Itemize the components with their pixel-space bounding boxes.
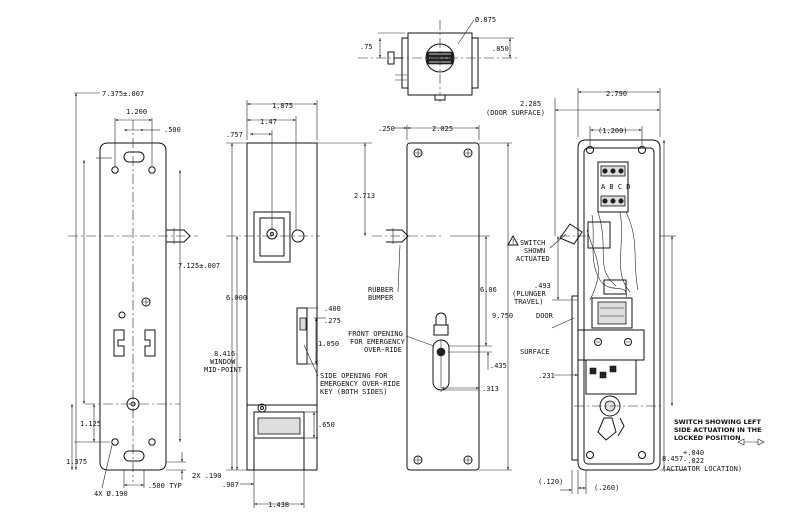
dim-650: .650 [318,421,335,429]
window-midpoint-label: MID-POINT [204,366,243,374]
plunger-travel-value: .493 [534,282,551,290]
dim-6000: 6.000 [226,294,247,302]
dim-435: .435 [490,362,507,370]
locked-note-2: SIDE ACTUATION IN THE [674,426,762,434]
dim-7375: 7.375±.007 [102,90,144,98]
switch-note-3: ACTUATED [516,255,550,263]
dim-1050: 1.050 [318,340,339,348]
side-opening-note-3: KEY (BOTH SIDES) [320,388,387,396]
dim-500: .500 [164,126,181,134]
dim-120: (.120) [538,478,563,486]
dim-75: .75 [360,43,373,51]
side-view: 1.875 1.47 .757 2.713 6.000 8.416 WINDOW… [204,100,400,509]
tolerance-minus: -.022 [683,457,704,465]
dim-1438: 1.438 [268,501,289,509]
front-opening-note-3: OVER-RIDE [364,346,402,354]
switch-note-1: SWITCH [520,239,545,247]
holes-note: 4X Ø.190 [94,490,128,498]
rubber-label: RUBBER [368,286,394,294]
warning-icon: ! [511,238,515,246]
dim-2025: 2.025 [432,125,453,133]
top-view: Ø.875 .75 .850 [358,16,520,104]
mounting-plate-view: 7.375±.007 1.200 .500 7.125±.007 1.125 1… [66,90,222,498]
locked-note-3: LOCKED POSITION [674,434,741,442]
dim-250: .250 [378,125,395,133]
dim-313: .313 [482,385,499,393]
front-opening-note-2: FOR EMERGENCY [350,338,406,346]
door-surface-label-2: SURFACE [520,348,550,356]
dim-8457: 8.457 [662,455,683,463]
side-opening-note-2: EMERGENCY OVER-RIDE [320,380,400,388]
dim-1200-ref: (1.200) [598,127,628,135]
bumper-label: BUMPER [368,294,394,302]
dim-2790: 2.790 [606,90,627,98]
front-view: 2.025 .250 RUBBER BUMPER FRONT OPENING F… [348,125,513,471]
door-surface-top: (DOOR SURFACE) [486,109,545,117]
plunger-travel-label-2: TRAVEL) [514,298,544,306]
dim-8416: 8.416 [214,350,235,358]
dim-1875: 1.875 [272,102,293,110]
dim-1200: 1.200 [126,108,147,116]
dim-1375: 1.375 [66,458,87,466]
dim-606: 6.06 [480,286,497,294]
door-surface-label-1: DOOR [536,312,554,320]
terminal-labels: A B C D [601,183,631,191]
front-opening-note-1: FRONT OPENING [348,330,403,338]
dim-400: .400 [324,305,341,313]
dim-147: 1.47 [260,118,277,126]
dim-2285: 2.285 [520,100,541,108]
dim-231: .231 [538,372,555,380]
dim-757: .757 [226,131,243,139]
dim-diameter-875: Ø.875 [475,16,496,24]
dim-850: .850 [492,45,509,53]
dim-275: .275 [324,317,341,325]
dim-1125: 1.125 [80,420,101,428]
tolerance-plus: +.040 [683,449,704,457]
dim-907: .907 [222,481,239,489]
side-opening-note-1: SIDE OPENING FOR [320,372,388,380]
dim-500-typ: .500 TYP [148,482,182,490]
switch-note-2: SHOWN [524,247,545,255]
window-label: WINDOW [210,358,236,366]
dim-7125: 7.125±.007 [178,262,220,270]
dim-9750: 9.750 [492,312,513,320]
dim-260: (.260) [594,484,619,492]
plunger-travel-label-1: (PLUNGER [512,290,547,298]
internal-view: A B C D 2.790 2.285 (DO [486,88,765,494]
locked-note-1: SWITCH SHOWING LEFT [674,418,761,426]
dim-2713: 2.713 [354,192,375,200]
actuator-location: (ACTUATOR LOCATION) [662,465,742,473]
dim-2x190: 2X .190 [192,472,222,480]
